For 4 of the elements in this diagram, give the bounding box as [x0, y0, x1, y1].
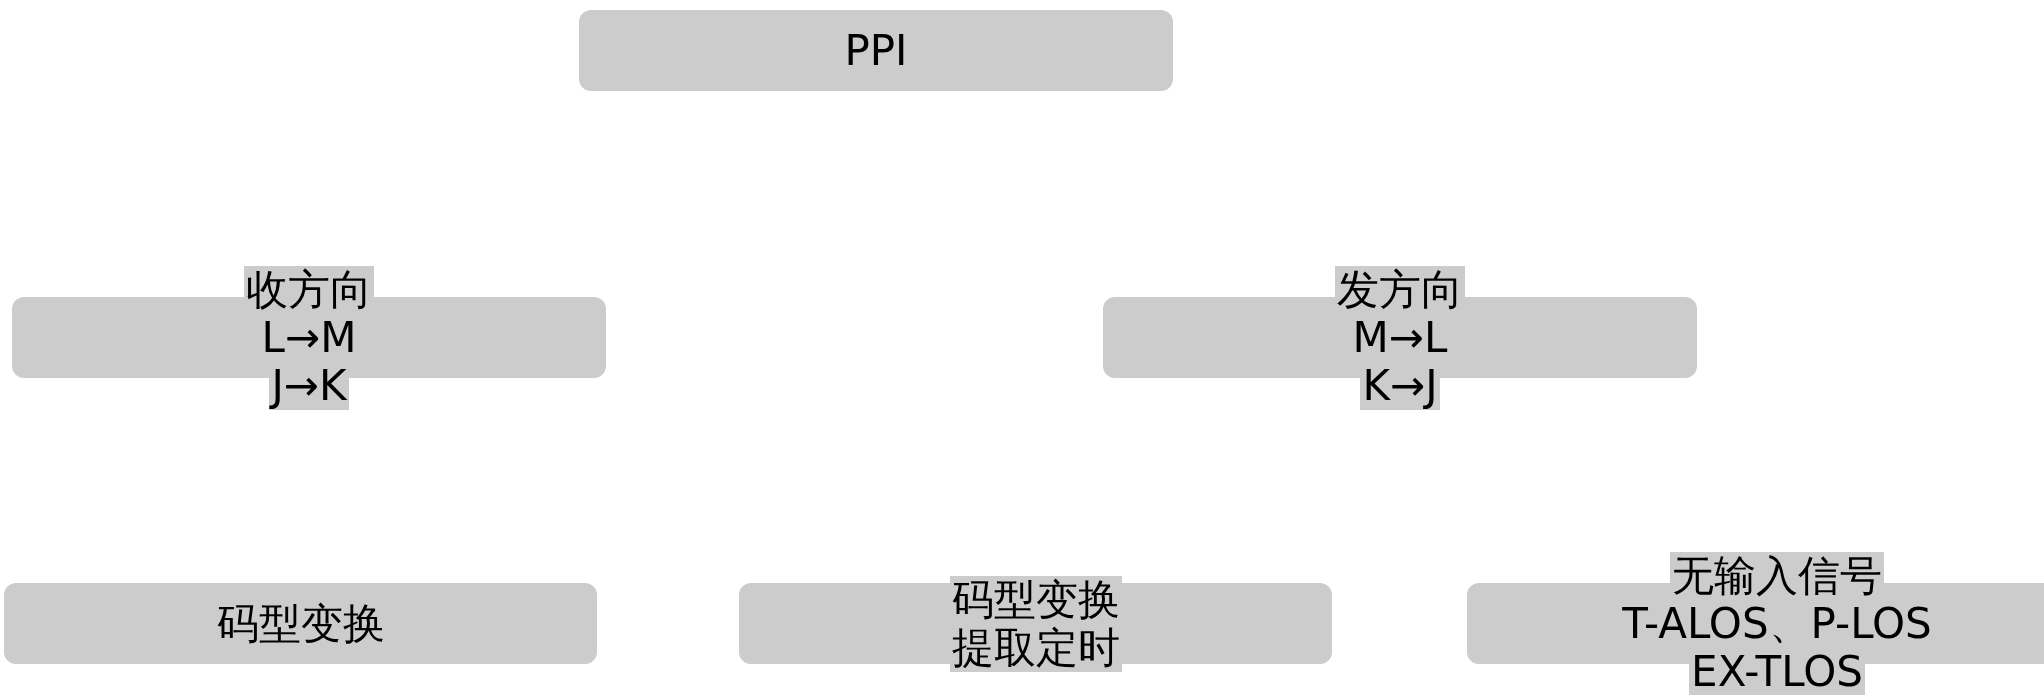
box-text: 提取定时 — [949, 623, 1122, 672]
box-text: 无输入信号 — [1670, 551, 1884, 600]
process-box — [579, 10, 1173, 91]
process-box — [4, 583, 597, 664]
